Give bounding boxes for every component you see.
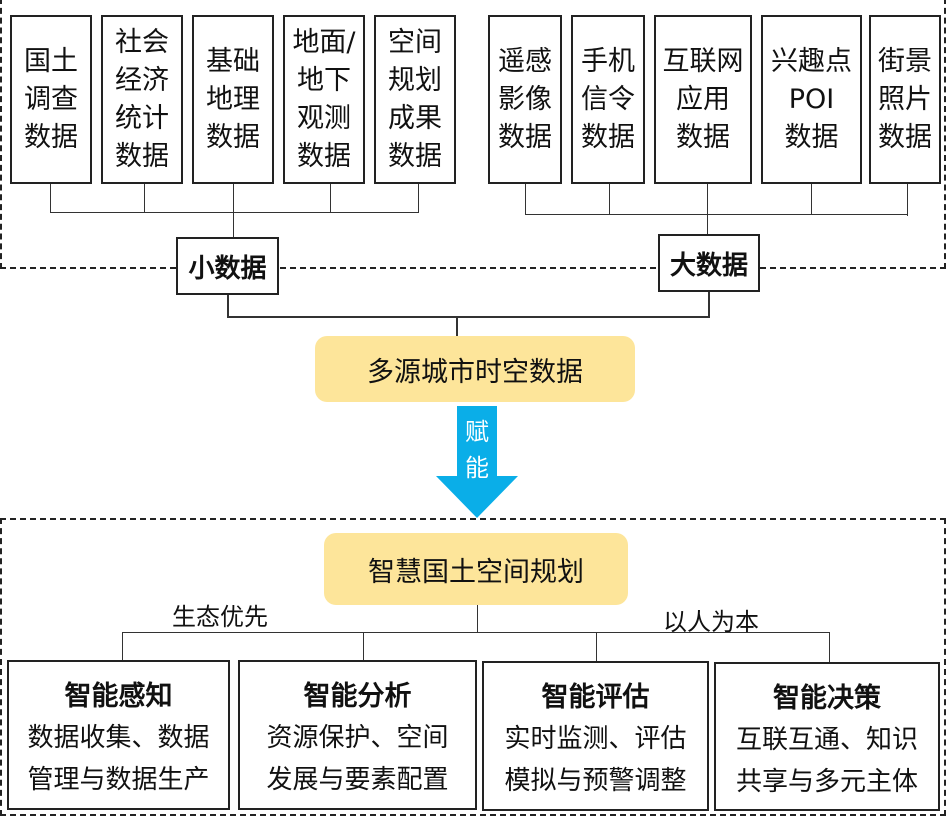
connector: [330, 184, 331, 212]
source-line: 数据: [206, 121, 260, 153]
source-line: 应用: [676, 83, 730, 115]
source-line: 成果: [388, 102, 442, 134]
source-poi: 兴趣点 POI 数据: [761, 15, 862, 184]
connector: [50, 212, 419, 213]
connector: [707, 184, 708, 234]
big-data-box: 大数据: [658, 234, 760, 292]
goal-desc-line: 实时监测、评估: [504, 724, 687, 754]
connector: [477, 605, 478, 633]
source-line: 遥感: [498, 45, 552, 77]
connector: [418, 184, 419, 212]
connector: [122, 632, 830, 633]
source-line: POI: [788, 83, 835, 115]
connector: [596, 632, 597, 662]
source-line: 社会: [115, 26, 169, 58]
source-line: 信令: [581, 83, 635, 115]
connector: [525, 184, 526, 214]
source-line: 地面/: [292, 26, 356, 58]
empower-char: 能: [465, 454, 489, 482]
source-land-survey: 国土 调查 数据: [10, 15, 92, 184]
source-basic-geography: 基础 地理 数据: [192, 15, 274, 184]
source-line: 数据: [297, 140, 351, 172]
connector: [227, 295, 229, 318]
source-line: 照片: [878, 83, 932, 115]
source-socioeconomic: 社会 经济 统计 数据: [101, 15, 183, 184]
people-oriented-label: 以人为本: [663, 608, 759, 636]
goal-smart-perception: 智能感知 数据收集、数据 管理与数据生产: [7, 660, 230, 810]
source-line: 统计: [115, 102, 169, 134]
source-line: 数据: [878, 121, 932, 153]
connector: [907, 184, 908, 216]
goal-smart-evaluation: 智能评估 实时监测、评估 模拟与预警调整: [482, 661, 709, 811]
arrow-shape: [436, 406, 518, 518]
source-internet-app: 互联网 应用 数据: [654, 15, 752, 184]
goal-title: 智能分析: [303, 681, 412, 712]
source-line: 国土: [24, 45, 78, 77]
source-line: 调查: [24, 83, 78, 115]
small-data-box: 小数据: [176, 237, 279, 295]
source-line: 地下: [297, 64, 351, 96]
source-remote-sensing: 遥感 影像 数据: [488, 15, 562, 184]
source-line: 数据: [498, 121, 552, 153]
source-line: 数据: [115, 140, 169, 172]
multi-source-data-box: 多源城市时空数据: [315, 336, 635, 402]
goal-desc-line: 资源保护、空间: [266, 723, 449, 753]
empower-arrow-icon: [436, 406, 518, 518]
connector: [50, 184, 51, 212]
source-line: 数据: [676, 121, 730, 153]
smart-planning-box: 智慧国土空间规划: [324, 533, 628, 605]
goal-desc-line: 数据收集、数据: [27, 723, 210, 753]
source-street-view: 街景 照片 数据: [869, 15, 941, 184]
empower-label: 赋 能: [456, 414, 498, 486]
goal-description: 互联互通、知识 共享与多元主体: [736, 719, 918, 803]
source-mobile-signaling: 手机 信令 数据: [571, 15, 645, 184]
goal-smart-decision: 智能决策 互联互通、知识 共享与多元主体: [714, 662, 940, 811]
source-line: 观测: [297, 102, 351, 134]
source-line: 手机: [581, 45, 635, 77]
data-sources-region: [0, 0, 946, 269]
ecology-first-label: 生态优先: [172, 603, 268, 631]
source-line: 基础: [206, 45, 260, 77]
goal-desc-line: 发展与要素配置: [266, 765, 449, 795]
connector: [829, 632, 830, 662]
goal-desc-line: 共享与多元主体: [735, 767, 918, 797]
goal-description: 数据收集、数据 管理与数据生产: [27, 717, 209, 801]
source-line: 街景: [878, 45, 932, 77]
goal-description: 实时监测、评估 模拟与预警调整: [504, 718, 686, 802]
connector: [811, 184, 812, 214]
source-line: 经济: [115, 64, 169, 96]
source-ground-observation: 地面/ 地下 观测 数据: [283, 15, 365, 184]
goal-desc-line: 模拟与预警调整: [504, 766, 687, 796]
goal-desc-line: 互联互通、知识: [735, 725, 918, 755]
source-line: 数据: [388, 140, 442, 172]
connector: [122, 632, 123, 660]
goal-title: 智能评估: [541, 682, 650, 713]
connector: [144, 184, 145, 212]
planning-region: [0, 518, 946, 816]
goal-smart-analysis: 智能分析 资源保护、空间 发展与要素配置: [238, 660, 477, 810]
goal-title: 智能决策: [773, 683, 881, 714]
connector: [233, 184, 234, 237]
source-line: 数据: [784, 121, 839, 153]
source-spatial-planning: 空间 规划 成果 数据: [374, 15, 456, 184]
goal-title: 智能感知: [64, 681, 173, 712]
source-line: 影像: [498, 83, 552, 115]
source-line: 数据: [581, 121, 635, 153]
connector: [708, 292, 710, 318]
connector: [609, 184, 610, 214]
connector: [456, 317, 458, 337]
source-line: 数据: [24, 121, 78, 153]
connector: [227, 316, 710, 318]
connector: [525, 214, 908, 215]
source-line: 空间: [388, 26, 442, 58]
source-line: 地理: [206, 83, 260, 115]
source-line: 互联网: [662, 45, 744, 77]
goal-description: 资源保护、空间 发展与要素配置: [266, 717, 448, 801]
connector: [363, 632, 364, 660]
empower-char: 赋: [465, 418, 489, 446]
source-line: 规划: [388, 64, 442, 96]
goal-desc-line: 管理与数据生产: [27, 765, 210, 795]
source-line: 兴趣点: [771, 45, 852, 77]
